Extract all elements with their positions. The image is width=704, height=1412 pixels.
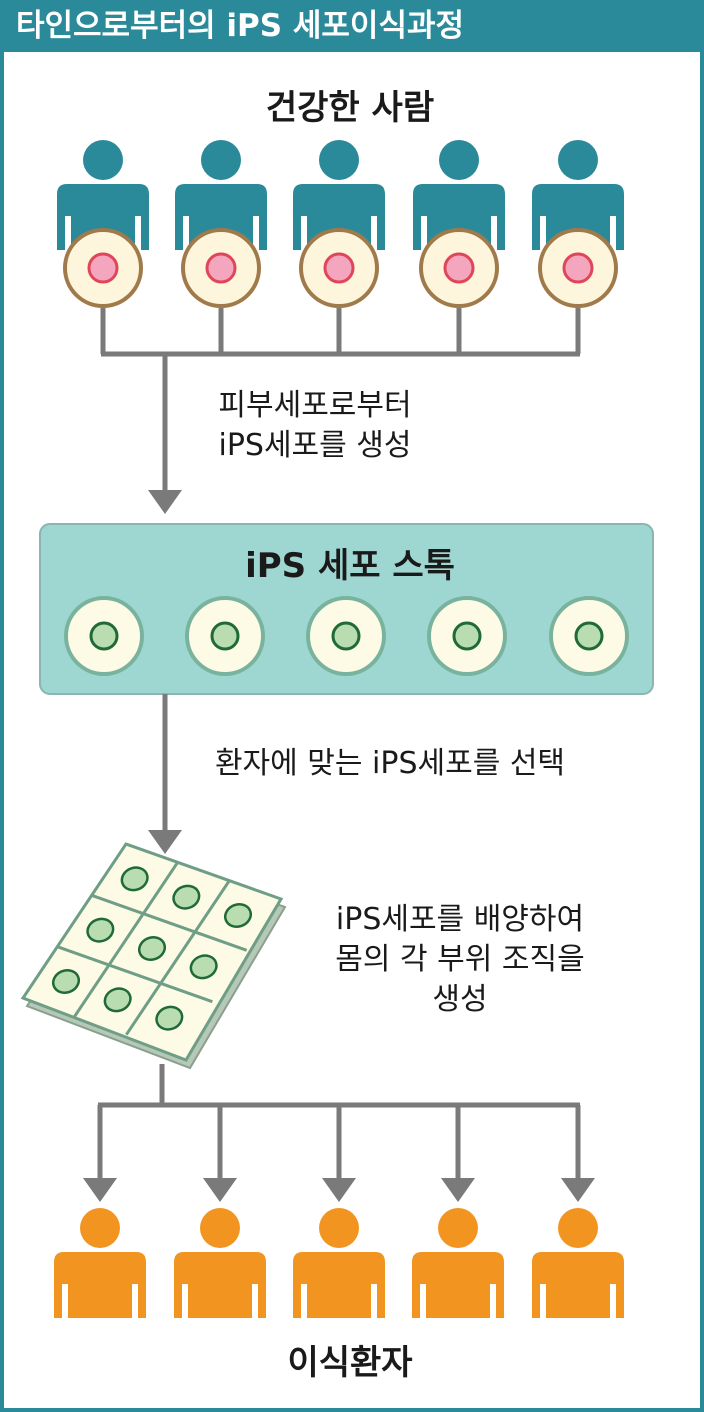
step3-line2: 몸의 각 부위 조직을 <box>335 942 585 977</box>
donor-connector <box>100 308 581 490</box>
ips-cell <box>64 596 144 676</box>
patient-person <box>293 1208 385 1318</box>
cultured-cell <box>120 866 149 892</box>
cultured-cell <box>223 902 253 929</box>
step3-line1: iPS세포를 배양하여 <box>335 902 585 937</box>
ips-cell <box>306 596 386 676</box>
donor-person <box>57 140 149 250</box>
ips-cell <box>549 596 629 676</box>
healthy-people-heading: 건강한 사람 <box>265 88 435 128</box>
skin-cell <box>63 228 143 308</box>
cultured-cell <box>137 935 167 962</box>
culture-sheet <box>20 842 287 1070</box>
healthy-people-row <box>57 140 624 308</box>
step1-line2: iPS세포를 생성 <box>218 428 412 463</box>
patient-person <box>174 1208 266 1318</box>
arrow-to-patient <box>561 1178 595 1202</box>
step3-line3: 생성 <box>432 982 488 1017</box>
patient-arrows <box>83 1178 595 1202</box>
arrow-to-stock <box>148 490 182 514</box>
ips-cell <box>185 596 265 676</box>
donor-person <box>175 140 267 250</box>
arrow-to-patient <box>441 1178 475 1202</box>
title-bar: 타인으로부터의 iPS 세포이식과정 <box>0 0 704 52</box>
patient-connector <box>97 1064 581 1178</box>
arrow-to-patient <box>203 1178 237 1202</box>
patients-heading: 이식환자 <box>287 1343 413 1383</box>
cultured-cell <box>155 1005 184 1031</box>
step2-text: 환자에 맞는 iPS세포를 선택 <box>214 746 566 781</box>
donor-person <box>413 140 505 250</box>
skin-cell <box>181 228 261 308</box>
arrow-to-culture <box>148 830 182 854</box>
donor-person <box>532 140 624 250</box>
patients-row <box>54 1208 624 1318</box>
arrow-to-patient <box>83 1178 117 1202</box>
ips-stock-cells <box>64 596 629 676</box>
ips-cell <box>427 596 507 676</box>
arrow-to-patient <box>322 1178 356 1202</box>
cultured-cell <box>51 968 81 995</box>
cultured-cell <box>103 987 132 1013</box>
skin-cell <box>538 228 618 308</box>
diagram-title: 타인으로부터의 iPS 세포이식과정 <box>16 8 465 44</box>
skin-cell <box>419 228 499 308</box>
cultured-cell <box>189 954 218 980</box>
cultured-cell <box>172 884 201 910</box>
cultured-cell <box>86 917 115 943</box>
patient-person <box>412 1208 504 1318</box>
skin-cell <box>299 228 379 308</box>
ips-stock-heading: iPS 세포 스톡 <box>245 546 455 586</box>
patient-person <box>54 1208 146 1318</box>
patient-person <box>532 1208 624 1318</box>
step1-line1: 피부세포로부터 <box>218 388 412 423</box>
donor-person <box>293 140 385 250</box>
